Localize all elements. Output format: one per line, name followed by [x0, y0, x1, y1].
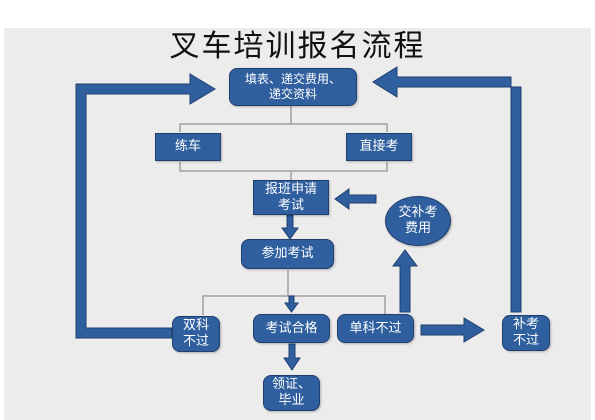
node-practice: 练车: [155, 133, 221, 161]
node-resit-fail: 补考 不过: [502, 315, 550, 351]
arrow-fee-to-enroll: [334, 188, 377, 210]
node-enroll-application: 报班申请 考试: [253, 180, 329, 215]
bracket-middle: [179, 162, 388, 180]
node-direct-exam: 直接考: [346, 133, 412, 161]
node-fill-form: 填表、递交费用、 递交资料: [229, 68, 357, 106]
node-exam-pass: 考试合格: [253, 314, 330, 343]
node-single-subject-fail: 单科不过: [337, 314, 414, 343]
arrow-exam-to-pass: [284, 295, 299, 313]
node-certificate-graduation: 领证、 毕业: [263, 375, 320, 411]
bracket-top: [179, 106, 388, 132]
node-both-subjects-fail: 双科 不过: [172, 316, 220, 352]
loop-arrow-right: [372, 66, 522, 313]
arrow-enroll-to-exam: [281, 214, 299, 240]
page-title: 叉车培训报名流程: [169, 29, 426, 64]
node-take-exam: 参加考试: [241, 239, 334, 269]
arrow-pass-to-cert: [283, 343, 301, 371]
loop-arrow-left: [75, 73, 216, 339]
arrow-single-to-resit: [420, 317, 485, 343]
arrow-single-to-fee: [392, 249, 418, 313]
node-resit-fee: 交补考 费用: [385, 196, 451, 246]
